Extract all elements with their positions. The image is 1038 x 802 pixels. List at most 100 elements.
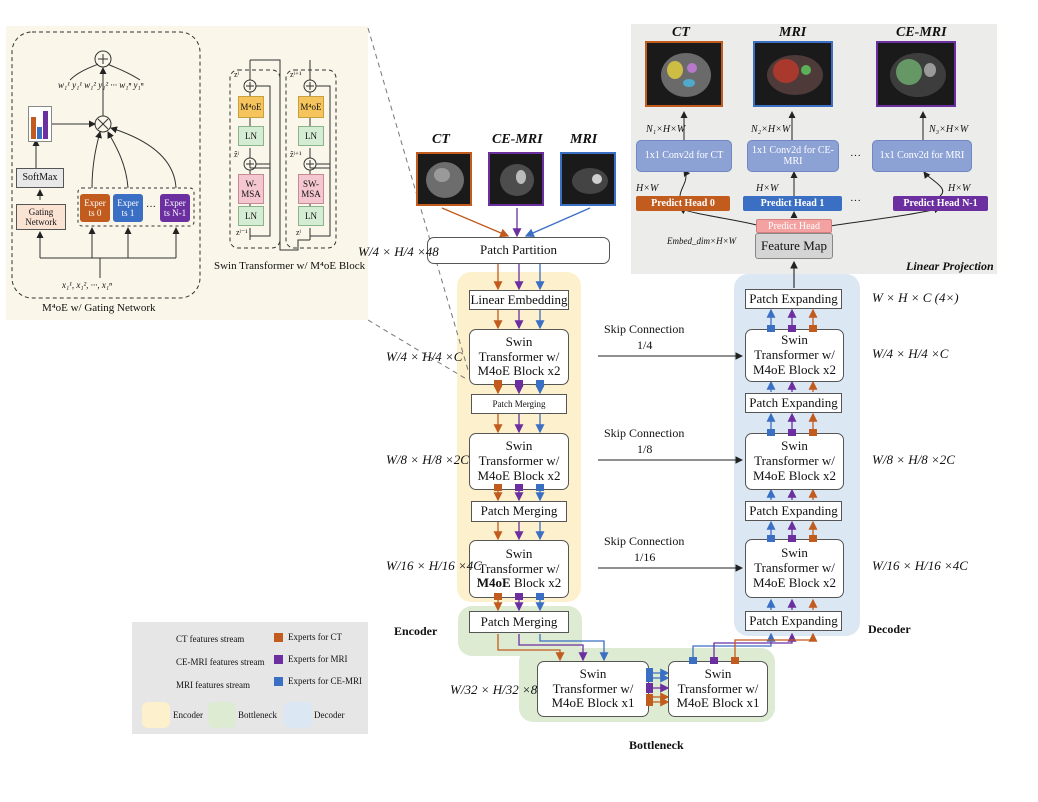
hw-label-0: H×W: [636, 183, 659, 194]
legend-ct-expert-swatch: [274, 633, 283, 642]
shape-n1: N₁×H×W: [646, 124, 686, 135]
swin-line-2: Transformer w/: [552, 680, 634, 696]
decoder-patch-expanding-1: Patch Expanding: [745, 289, 842, 309]
dim-stage-1: W/4 × H/4 ×C: [386, 349, 463, 364]
encoder-label: Encoder: [394, 624, 438, 638]
swin-line-2: Transformer w/: [677, 680, 759, 696]
enc-expert-ct-1: [494, 380, 502, 387]
predict-head-1: Predict Head 1: [743, 196, 842, 211]
swin-line-1: Swin: [505, 333, 533, 349]
swin-line-1: Swin: [505, 438, 533, 454]
ln-box-right-2: LN: [298, 206, 324, 226]
dec-expert-ce-1: [767, 325, 775, 332]
output-mri-image: [753, 41, 833, 107]
ln-box-left-1: LN: [238, 126, 264, 146]
predict-head-0: Predict Head 0: [636, 196, 730, 211]
ln-box-left-2: LN: [238, 206, 264, 226]
moe-box-right: M⁴oE: [298, 96, 324, 118]
conv-ellipsis: ···: [850, 150, 861, 162]
bn-expert-mri: [646, 683, 653, 693]
swin-line-3: M4oE Block x2: [752, 574, 837, 590]
z-left-bot: zˡ⁻¹: [236, 228, 248, 237]
legend-bottleneck: Bottleneck: [238, 710, 277, 720]
swin-line-1: Swin: [505, 545, 533, 561]
swin-line-2: Transformer w/: [478, 560, 560, 576]
swin-line-1: Swin: [781, 438, 808, 454]
dec-expert-ct-1: [809, 325, 817, 332]
swin-line-3: M4oE Block x2: [477, 363, 561, 379]
enc-expert-mri-1: [515, 380, 523, 387]
patch-partition-box: Patch Partition: [427, 237, 610, 264]
z-left-mid: ẑˡ: [234, 150, 239, 159]
z-left-top: zˡ: [234, 70, 239, 79]
predict-head-shared: Predict Head: [756, 219, 832, 233]
decoder-swin-1: Swin Transformer w/ M4oE Block x2: [745, 329, 844, 382]
encoder-swin-3: Swin Transformer w/ M4oE Block x2: [469, 540, 569, 598]
ln-box-right-1: LN: [298, 126, 324, 146]
skip-1-label: Skip Connection: [604, 322, 685, 336]
swin-line-1: Swin: [579, 665, 607, 681]
dim-decoder-3: W/16 × H/16 ×4C: [872, 558, 968, 573]
input-ce-mri-image: [488, 152, 544, 206]
skip-2-ratio: 1/8: [637, 442, 653, 456]
input-mri-image: [560, 152, 616, 206]
embed-dim-label: Embed_dim×H×W: [667, 236, 737, 246]
legend-ce-expert-swatch: [274, 677, 283, 686]
dim-decoder-out: W × H × C (4×): [872, 290, 959, 305]
enc-expert-mri-2: [515, 484, 523, 491]
dec-expert-mri-2: [788, 429, 796, 436]
swin-line-3: M4oE Block x2: [752, 467, 837, 483]
legend-panel: [132, 622, 368, 734]
experts-ellipsis: ···: [146, 202, 156, 213]
swin-line-3-bold: M4oE: [476, 575, 511, 591]
patch-merging-1: Patch Merging: [471, 394, 567, 414]
decoder-patch-expanding-2: Patch Expanding: [745, 393, 842, 413]
legend-ct-stream: CT features stream: [176, 634, 245, 644]
z-right-mid: ẑˡ⁺¹: [290, 150, 302, 159]
conv-mri: 1x1 Conv2d for MRI: [872, 140, 972, 172]
output-ce-mri-label: CE-MRI: [896, 25, 947, 40]
input-mri-label: MRI: [570, 132, 598, 147]
dec-expert-ct-3: [809, 535, 817, 542]
predict-head-n: Predict Head N-1: [893, 196, 988, 211]
legend-ce-stream: CE-MRI features stream: [176, 657, 265, 667]
shape-n2: N₂×H×W: [751, 124, 791, 135]
softmax-box: SoftMax: [16, 168, 64, 188]
conv-ct: 1x1 Conv2d for CT: [636, 140, 732, 172]
moe-panel-title: M⁴oE w/ Gating Network: [42, 302, 156, 314]
swin-line-1: Swin: [781, 545, 808, 561]
gating-network-box: Gating Network: [16, 204, 66, 230]
input-ct-image: [416, 152, 472, 206]
skip-3-label: Skip Connection: [604, 534, 685, 548]
legend-encoder: Encoder: [173, 710, 203, 720]
dim-partition: W/4 × H/4 ×48: [358, 244, 439, 259]
patch-merging-2: Patch Merging: [471, 501, 567, 522]
gating-weight-bars: [28, 106, 52, 142]
enc-expert-ct-3: [494, 593, 502, 600]
enc-expert-ce-1: [536, 380, 544, 387]
dim-decoder-2: W/8 × H/8 ×2C: [872, 452, 955, 467]
enc-expert-ct-2: [494, 484, 502, 491]
swin-line-3: M4oE Block x2: [752, 361, 837, 377]
heads-ellipsis: ···: [850, 195, 861, 207]
moe-box-left: M⁴oE: [238, 96, 264, 118]
bn-out-ct: [731, 657, 739, 664]
bn-out-mri: [710, 657, 718, 664]
output-ct-label: CT: [672, 25, 690, 40]
moe-panel-bg: [6, 26, 368, 320]
bn-expert-ct: [646, 694, 653, 706]
swin-line-3: M4oE Block x1: [676, 695, 760, 711]
bn-out-ce: [689, 657, 697, 664]
expert-weights-label: w₁¹ y₁¹ w₁² y₁² ··· w₁ⁿ y₁ⁿ: [58, 80, 144, 90]
conv-ce-mri: 1x1 Conv2d for CE-MRI: [747, 140, 839, 172]
enc-expert-ce-2: [536, 484, 544, 491]
dec-expert-ce-3: [767, 535, 775, 542]
swin-line-1: Swin: [704, 665, 732, 681]
swin-line-2: Transformer w/: [754, 453, 835, 469]
swin-line-1: Swin: [781, 332, 808, 348]
bottleneck-patch-merging: Patch Merging: [469, 611, 569, 633]
feature-map-box: Feature Map: [755, 233, 833, 259]
bottleneck-swin-a: Swin Transformer w/ M4oE Block x1: [537, 661, 649, 717]
bottleneck-swin-b: Swin Transformer w/ M4oE Block x1: [668, 661, 768, 717]
swin-block-title: Swin Transformer w/ M⁴oE Block: [214, 260, 366, 272]
